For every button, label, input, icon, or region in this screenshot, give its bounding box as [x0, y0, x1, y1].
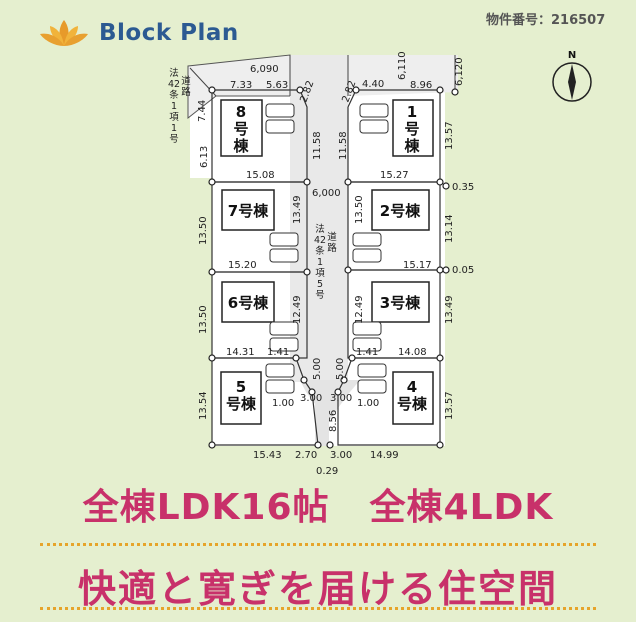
dim-270: 2.70 — [295, 450, 317, 461]
dim-1349-a: 13.49 — [292, 195, 303, 224]
dim-1527: 15.27 — [380, 170, 409, 181]
dim-1249-a: 12.49 — [292, 295, 303, 324]
lot-2-label: 2号棟 — [380, 202, 421, 220]
dim-896: 8.96 — [410, 80, 432, 91]
dim-856: 8.56 — [328, 410, 339, 432]
dim-1517: 15.17 — [403, 260, 432, 271]
site-plan: N — [168, 50, 592, 477]
roadL-char: 道 — [181, 75, 191, 87]
dim-1249-b: 12.49 — [354, 295, 365, 324]
roadC-char: 条 — [315, 245, 325, 257]
lotus-logo-icon — [40, 20, 88, 46]
dotted-divider-bottom — [40, 607, 596, 610]
dim-6000: 6,000 — [312, 188, 341, 199]
property-number: 物件番号：216507 — [486, 13, 606, 28]
roadL-char: 法 — [169, 67, 179, 79]
banner-line-1: 全棟LDK16帖全棟4LDK — [0, 478, 636, 530]
dim-1350-b: 13.50 — [354, 195, 365, 224]
dim-6120: 6,120 — [454, 57, 465, 86]
roadL-char: 号 — [169, 134, 179, 145]
roadC-char: 法 — [315, 223, 325, 235]
dim-1354: 13.54 — [198, 391, 209, 420]
dim-035: 0.35 — [452, 182, 474, 193]
roadC-char: 道 — [327, 231, 337, 243]
dim-300-a: 3.00 — [300, 393, 322, 404]
dim-100-right: 1.00 — [357, 398, 379, 409]
dim-141-left: 1.41 — [267, 347, 289, 358]
dim-440: 4.40 — [362, 79, 384, 90]
dim-1349-b: 13.49 — [444, 295, 455, 324]
banner-line-2: 快適と寛ぎを届ける住空間 — [77, 567, 558, 611]
dim-733: 7.33 — [230, 80, 252, 91]
roadC-char: 号 — [315, 290, 325, 301]
dim-1520: 15.20 — [228, 260, 257, 271]
dim-1508: 15.08 — [246, 170, 275, 181]
roadC-char: 42 — [314, 235, 326, 246]
lot-6-label: 6号棟 — [228, 294, 269, 312]
dim-1431: 14.31 — [226, 347, 255, 358]
dim-613: 6.13 — [199, 146, 210, 168]
roadL-char: 項 — [169, 112, 179, 123]
dim-500-right: 5.00 — [335, 358, 346, 380]
banner-4ldk: 全棟4LDK — [369, 487, 554, 528]
dim-1499: 14.99 — [370, 450, 399, 461]
roadL-char: 条 — [169, 89, 179, 101]
roadC-char: 5 — [317, 279, 323, 290]
dim-029: 0.29 — [316, 466, 338, 477]
page-title: Block Plan — [99, 20, 239, 46]
roadL-char: 路 — [181, 86, 191, 98]
dim-100-left: 1.00 — [272, 398, 294, 409]
roadL-char: 1 — [171, 123, 177, 134]
dotted-divider-top — [40, 543, 596, 546]
lot-7-label: 7号棟 — [228, 202, 269, 220]
dim-563: 5.63 — [266, 80, 288, 91]
dim-1158-left: 11.58 — [312, 131, 323, 160]
dim-005: 0.05 — [452, 265, 474, 276]
dim-6110: 6,110 — [397, 51, 408, 80]
lot-3-label: 3号棟 — [380, 294, 421, 312]
dim-1357-bottom: 13.57 — [444, 391, 455, 420]
compass-label: N — [568, 50, 576, 61]
dim-1357-top: 13.57 — [444, 121, 455, 150]
roadL-char: 42 — [168, 79, 180, 90]
dim-6090: 6,090 — [250, 64, 279, 75]
dim-300-c: 3.00 — [330, 450, 352, 461]
dim-1408: 14.08 — [398, 347, 427, 358]
roadC-char: 項 — [315, 268, 325, 279]
dim-300-b: 3.00 — [330, 393, 352, 404]
dim-744: 7.44 — [197, 100, 208, 122]
banner-ldk: 全棟LDK16帖 — [82, 487, 330, 528]
dim-1350-c: 13.50 — [198, 305, 209, 334]
dim-1350-a: 13.50 — [198, 216, 209, 245]
north-compass-icon: N — [552, 50, 592, 102]
dim-1158-right: 11.58 — [338, 131, 349, 160]
dim-1543: 15.43 — [253, 450, 282, 461]
roadC-char: 路 — [327, 242, 337, 254]
dim-141-right: 1.41 — [356, 347, 378, 358]
dim-500-left: 5.00 — [312, 358, 323, 380]
roadC-char: 1 — [317, 257, 323, 268]
roadL-char: 1 — [171, 101, 177, 112]
dim-1314: 13.14 — [444, 214, 455, 243]
